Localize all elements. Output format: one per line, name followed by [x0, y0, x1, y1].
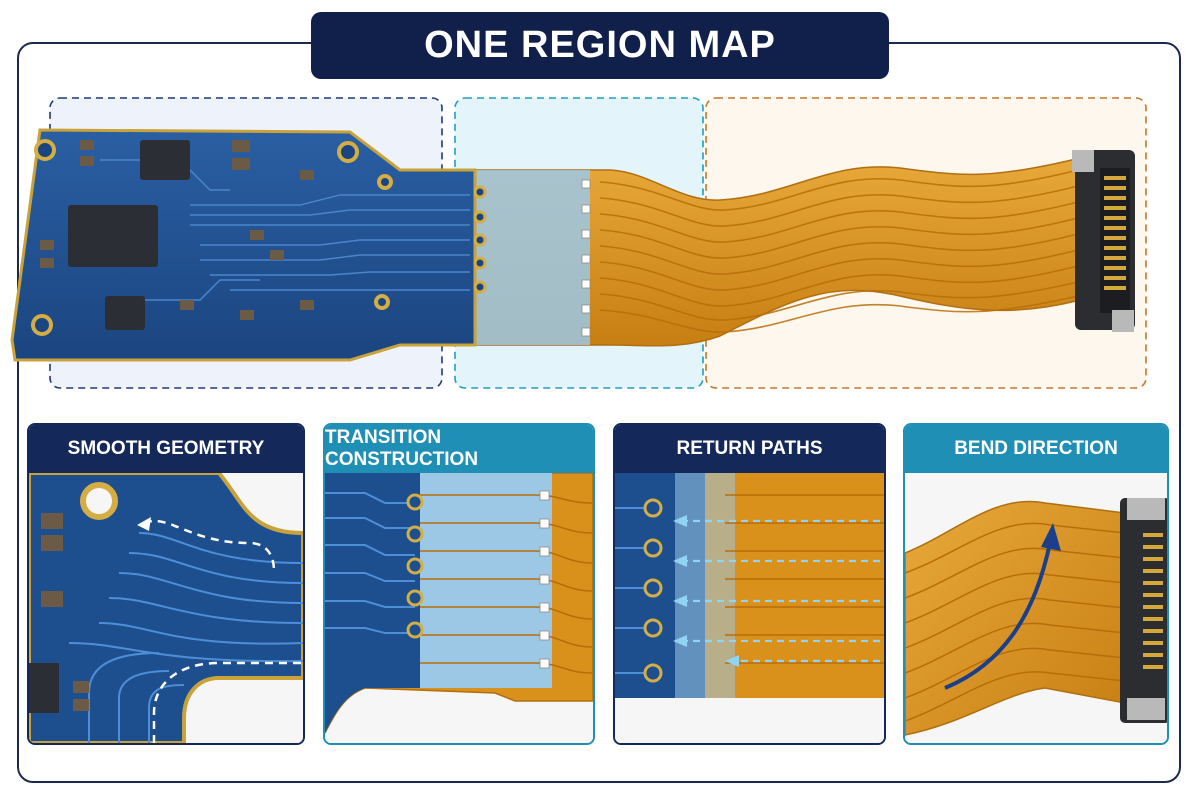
pcb-traces — [100, 159, 470, 301]
pcb-components — [40, 140, 314, 330]
mounting-holes — [31, 139, 393, 336]
transition-construction-illustration — [325, 473, 593, 743]
panel-transition-construction: TRANSITION CONSTRUCTION — [323, 423, 595, 745]
title-banner: ONE REGION MAP — [311, 12, 889, 79]
return-path-arrows — [683, 519, 880, 663]
transition-pads — [581, 179, 591, 337]
panel-label: TRANSITION CONSTRUCTION — [325, 425, 593, 473]
panel-label: BEND DIRECTION — [905, 425, 1167, 473]
page-title: ONE REGION MAP — [424, 24, 776, 66]
transition-stiffener — [470, 170, 590, 345]
bend-direction-illustration — [905, 473, 1167, 743]
panel-label: SMOOTH GEOMETRY — [29, 425, 303, 473]
flex-traces — [599, 169, 1079, 333]
return-paths-illustration — [615, 473, 884, 743]
flex-connector — [1072, 150, 1135, 332]
panel-return-paths: RETURN PATHS — [613, 423, 886, 745]
panel-smooth-geometry: SMOOTH GEOMETRY — [27, 423, 305, 745]
panel-bend-direction: BEND DIRECTION — [903, 423, 1169, 745]
transition-vias — [473, 185, 487, 294]
panel-label: RETURN PATHS — [615, 425, 884, 473]
smooth-geometry-illustration — [29, 473, 303, 743]
